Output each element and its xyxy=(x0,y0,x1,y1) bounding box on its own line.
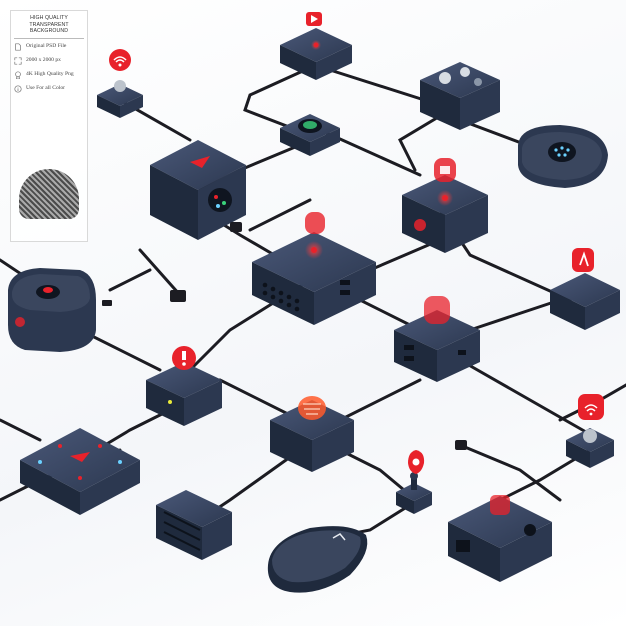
glow-node-center xyxy=(270,396,354,472)
wifi-node-right xyxy=(566,394,614,468)
feature-quality: 4K High Quality Png xyxy=(14,71,84,79)
smart-cube-large xyxy=(150,140,246,240)
router-top-center xyxy=(280,12,352,80)
banner-divider xyxy=(14,37,84,39)
camera-device-top-right xyxy=(420,62,500,130)
camera-dock-left xyxy=(8,268,96,352)
resize-icon xyxy=(14,56,22,65)
banner-title-line2: TRANSPARENT BACKGROUND xyxy=(29,21,69,35)
feature-quality-text: 4K High Quality Png xyxy=(26,70,74,77)
info-banner: HIGH QUALITY TRANSPARENT BACKGROUND Orig… xyxy=(10,10,88,242)
pebble-hub-bottom xyxy=(267,526,368,593)
control-console-bottom-right xyxy=(448,495,552,582)
wifi-hub-top-left xyxy=(97,49,143,118)
badge-icon xyxy=(15,70,21,79)
info-icon xyxy=(14,84,22,93)
wifi-router-bottom-left xyxy=(20,428,140,515)
cable-connectors xyxy=(102,222,467,450)
feature-psd-text: Original PSD File xyxy=(26,42,67,49)
alert-box-right xyxy=(402,158,488,253)
port-switch-mid-right xyxy=(394,296,480,382)
status-node-center-left xyxy=(146,346,222,426)
feature-color-text: Use For all Color xyxy=(26,84,65,91)
music-node-right xyxy=(550,248,620,330)
round-sensor-hub xyxy=(280,114,340,156)
feature-size: 2000 x 2000 px xyxy=(14,57,84,65)
feature-size-text: 2000 x 2000 px xyxy=(26,56,61,63)
smart-speaker-pad xyxy=(518,125,608,188)
banner-title-line1: HIGH QUALITY xyxy=(30,15,68,21)
server-rack-bottom xyxy=(156,490,232,560)
feature-psd: Original PSD File xyxy=(14,43,84,51)
checker-ball-graphic xyxy=(19,169,79,219)
central-network-hub xyxy=(252,212,376,325)
file-icon xyxy=(15,42,21,51)
feature-color: Use For all Color xyxy=(14,85,84,93)
joystick-sensor xyxy=(396,450,432,514)
